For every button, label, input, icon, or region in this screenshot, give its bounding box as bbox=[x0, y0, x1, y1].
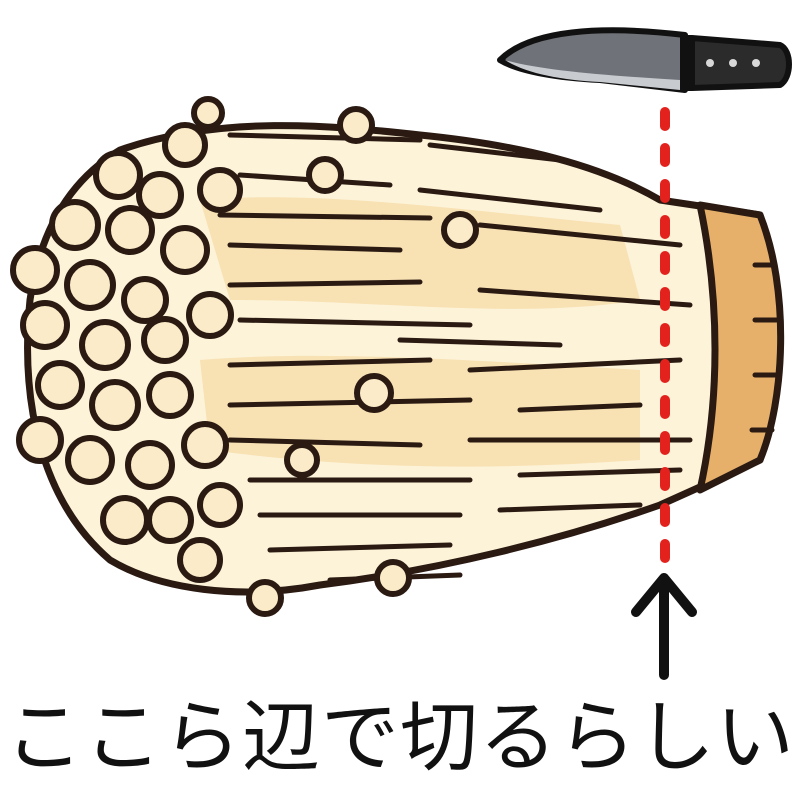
knife-icon bbox=[497, 27, 792, 93]
cap-cluster bbox=[10, 122, 243, 583]
bundle-shading bbox=[200, 197, 640, 309]
bundle-shading-lower bbox=[200, 355, 640, 467]
root-texture bbox=[749, 262, 781, 433]
root-base bbox=[696, 201, 785, 494]
stem-lines bbox=[217, 132, 693, 583]
caption-text: ここら辺で切るらしい bbox=[4, 693, 795, 783]
arrow-up-icon bbox=[631, 573, 697, 680]
knife-rivets bbox=[706, 59, 760, 67]
knife-edge bbox=[505, 60, 680, 90]
enoki-bundle bbox=[10, 96, 785, 617]
stray-caps bbox=[191, 96, 479, 617]
knife-handle bbox=[689, 35, 792, 91]
